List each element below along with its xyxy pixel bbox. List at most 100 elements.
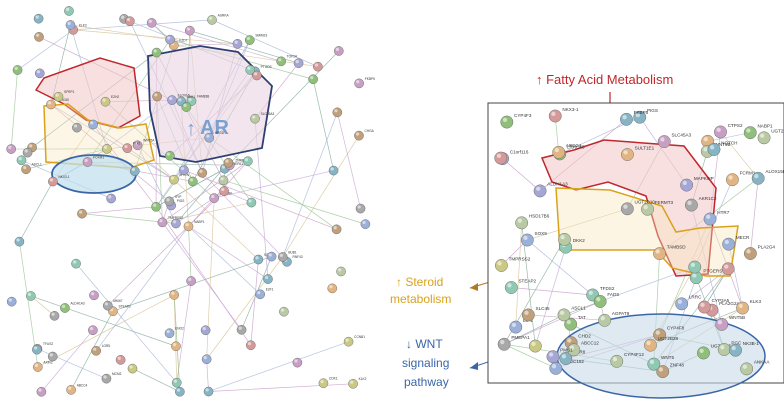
overview-node-highlight [252, 115, 256, 119]
zoom-node [736, 301, 749, 315]
zoom-node-highlight [655, 330, 660, 335]
overview-node [292, 357, 303, 368]
overview-node-highlight [65, 7, 70, 11]
overview-node [255, 289, 265, 300]
zoom-node-highlight [511, 322, 517, 328]
zoom-node-highlight [677, 299, 682, 304]
overview-node [263, 274, 273, 284]
zoom-node-label: PLA2G4 [758, 244, 776, 249]
overview-node-highlight [295, 59, 299, 64]
overview-node-highlight [55, 93, 59, 97]
overview-node-label: MCM2 [112, 372, 122, 376]
overview-node-highlight [257, 291, 261, 295]
overview-node [34, 68, 45, 79]
overview-node-highlight [185, 223, 189, 227]
overview-edge [155, 206, 252, 346]
overview-node [48, 176, 58, 187]
overview-edge [50, 104, 175, 180]
ar-label: AR [200, 117, 229, 139]
zoom-node-highlight [703, 136, 708, 142]
overview-edge [188, 226, 269, 280]
zoom-node-highlight [531, 341, 536, 347]
zoom-node [509, 320, 523, 334]
zoom-node-label: SOX9 [535, 231, 548, 236]
zoom-node-label: FERMT3 [655, 200, 674, 205]
overview-node-highlight [8, 298, 12, 302]
zoom-node [697, 346, 710, 360]
overview-node [65, 20, 76, 30]
overview-node-highlight [334, 109, 338, 113]
overview-node-label: ASCL1 [32, 163, 42, 167]
overview-node-highlight [183, 103, 187, 108]
overview-edge [337, 112, 361, 209]
zoom-node-label: CTPS2 [728, 123, 743, 128]
overview-node-highlight [131, 167, 136, 172]
overview-edge [188, 160, 249, 227]
zoom-node-highlight [742, 364, 747, 369]
zoom-node-highlight [655, 249, 660, 254]
overview-node-highlight [103, 145, 108, 149]
overview-node [293, 58, 304, 68]
zoom-node-label: LRRC65 [567, 145, 585, 150]
overview-node [146, 18, 157, 28]
overview-node [308, 74, 318, 85]
zoom-node-highlight [600, 315, 605, 321]
overview-node [200, 325, 211, 336]
zoom-node-highlight [502, 117, 508, 123]
overview-node [16, 155, 27, 166]
overview-node-label: PIGS [177, 199, 185, 203]
overview-node-highlight [153, 49, 157, 53]
overview-node-highlight [108, 195, 112, 199]
overview-node-highlight [91, 292, 95, 296]
zoom-node-label: PMS1 [560, 347, 573, 352]
overview-node-highlight [255, 256, 259, 260]
overview-node-highlight [171, 291, 175, 295]
zoom-node-highlight [612, 356, 618, 362]
overview-node [209, 193, 219, 203]
zoom-node-highlight [588, 290, 593, 295]
overview-edge [183, 169, 337, 230]
zoom-node-highlight [738, 303, 743, 309]
zoom-node-highlight [717, 320, 723, 325]
overview-node-label: DKK1 [187, 95, 196, 99]
overview-edge [208, 383, 354, 392]
zoom-node-label: TAT [578, 315, 586, 320]
zoom-node [697, 300, 711, 314]
overview-node [250, 113, 260, 124]
overview-node-highlight [172, 343, 177, 347]
overview-edge [223, 180, 366, 225]
zoom-node-highlight [500, 339, 505, 345]
overview-node [181, 102, 192, 112]
zoom-node-highlight [524, 310, 529, 315]
overview-node [167, 95, 177, 105]
zoom-node [657, 135, 671, 149]
overview-node [169, 290, 179, 300]
overview-node [201, 354, 212, 365]
overview-node-label: SMIM23 [255, 33, 267, 37]
zoom-node [689, 271, 703, 285]
overview-node-highlight [268, 253, 272, 257]
overview-edge [312, 79, 334, 171]
overview-node-highlight [73, 124, 78, 128]
zoom-node-label: ABCC12 [581, 341, 599, 346]
overview-node-highlight [234, 40, 238, 44]
overview-node-highlight [220, 177, 224, 181]
zoom-node-highlight [646, 340, 651, 346]
overview-node [332, 107, 343, 118]
zoom-node-label: PLA2G2A [719, 301, 740, 306]
zoom-node [620, 202, 634, 216]
zoom-node-highlight [559, 310, 565, 315]
overview-node-highlight [178, 98, 182, 102]
overview-edge [137, 145, 259, 260]
zoom-node-highlight [706, 214, 711, 220]
overview-node [246, 197, 257, 208]
overview-node-highlight [356, 80, 360, 84]
overview-node-label: MKI67 [113, 299, 122, 303]
zoom-node-label: NK3B-1 [743, 341, 760, 346]
overview-node [88, 325, 98, 335]
zoom-node [500, 115, 514, 129]
zoom-node-highlight [709, 145, 715, 150]
zoom-node-label: FCRM1 [740, 170, 756, 175]
overview-node-highlight [362, 220, 366, 225]
zoom-node-label: FKBP5 [634, 110, 649, 115]
